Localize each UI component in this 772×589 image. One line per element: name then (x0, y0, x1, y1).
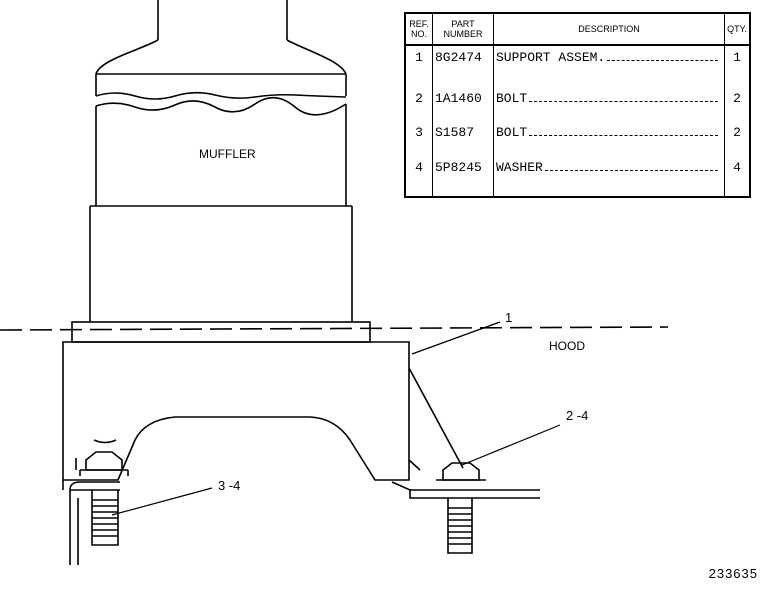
part-number-cell: S1587 (432, 125, 494, 161)
callout-3-4: 3 -4 (218, 478, 240, 493)
qty-header: QTY. (724, 12, 751, 46)
right-frame-rail (391, 481, 540, 499)
qty-cell: 2 (724, 125, 751, 161)
muffler-label: MUFFLER (199, 147, 256, 161)
part-number-cell: 8G2474 (432, 45, 494, 91)
description-text: WASHER (496, 160, 543, 176)
description-text: BOLT (496, 90, 528, 106)
table-filler-row (404, 194, 751, 197)
callout-2-4: 2 -4 (566, 408, 588, 423)
parts-list-table: REF. NO. PART NUMBER DESCRIPTION QTY. 1 … (404, 12, 751, 198)
description-text: BOLT (496, 125, 528, 141)
leader-dashes (544, 170, 718, 172)
empty-cell (404, 194, 433, 197)
figure-number: 233635 (708, 566, 758, 581)
description-cell: BOLT (493, 90, 725, 126)
leader-dashes (607, 60, 718, 61)
bolt-left (79, 439, 129, 546)
empty-cell (724, 194, 751, 197)
support-bracket (62, 341, 464, 490)
leader-3-4 (111, 487, 213, 516)
qty-cell: 2 (724, 90, 751, 126)
leader-2-4 (461, 424, 561, 466)
muffler-body (71, 73, 371, 343)
ref-no-header: REF. NO. (404, 12, 433, 46)
table-row: 1 8G2474 SUPPORT ASSEM. 1 (404, 45, 751, 91)
table-row: 3 S1587 BOLT 2 (404, 125, 751, 161)
description-header: DESCRIPTION (493, 12, 725, 46)
table-row: 4 5P8245 WASHER 4 (404, 160, 751, 195)
empty-cell (432, 194, 494, 197)
hood-label: HOOD (549, 339, 585, 353)
leader-dashes (529, 135, 718, 137)
exhaust-stack (95, 0, 347, 75)
part-number-cell: 5P8245 (432, 160, 494, 195)
leader-dashes (529, 100, 718, 102)
part-number-header: PART NUMBER (432, 12, 494, 46)
hood-line (0, 326, 669, 331)
description-cell: WASHER (493, 160, 725, 195)
ref-cell: 1 (404, 45, 433, 91)
bolt-right (436, 462, 486, 554)
part-number-cell: 1A1460 (432, 90, 494, 126)
ref-cell: 4 (404, 160, 433, 195)
ref-cell: 2 (404, 90, 433, 126)
description-cell: SUPPORT ASSEM. (493, 45, 725, 91)
left-frame-rail (69, 481, 120, 565)
empty-cell (493, 194, 725, 197)
callout-1: 1 (505, 310, 512, 325)
parts-table-header: REF. NO. PART NUMBER DESCRIPTION QTY. (404, 12, 751, 46)
qty-cell: 4 (724, 160, 751, 195)
qty-cell: 1 (724, 45, 751, 91)
description-cell: BOLT (493, 125, 725, 161)
description-text: SUPPORT ASSEM. (496, 50, 606, 65)
leader-1 (411, 321, 501, 355)
ref-cell: 3 (404, 125, 433, 161)
table-row: 2 1A1460 BOLT 2 (404, 90, 751, 126)
